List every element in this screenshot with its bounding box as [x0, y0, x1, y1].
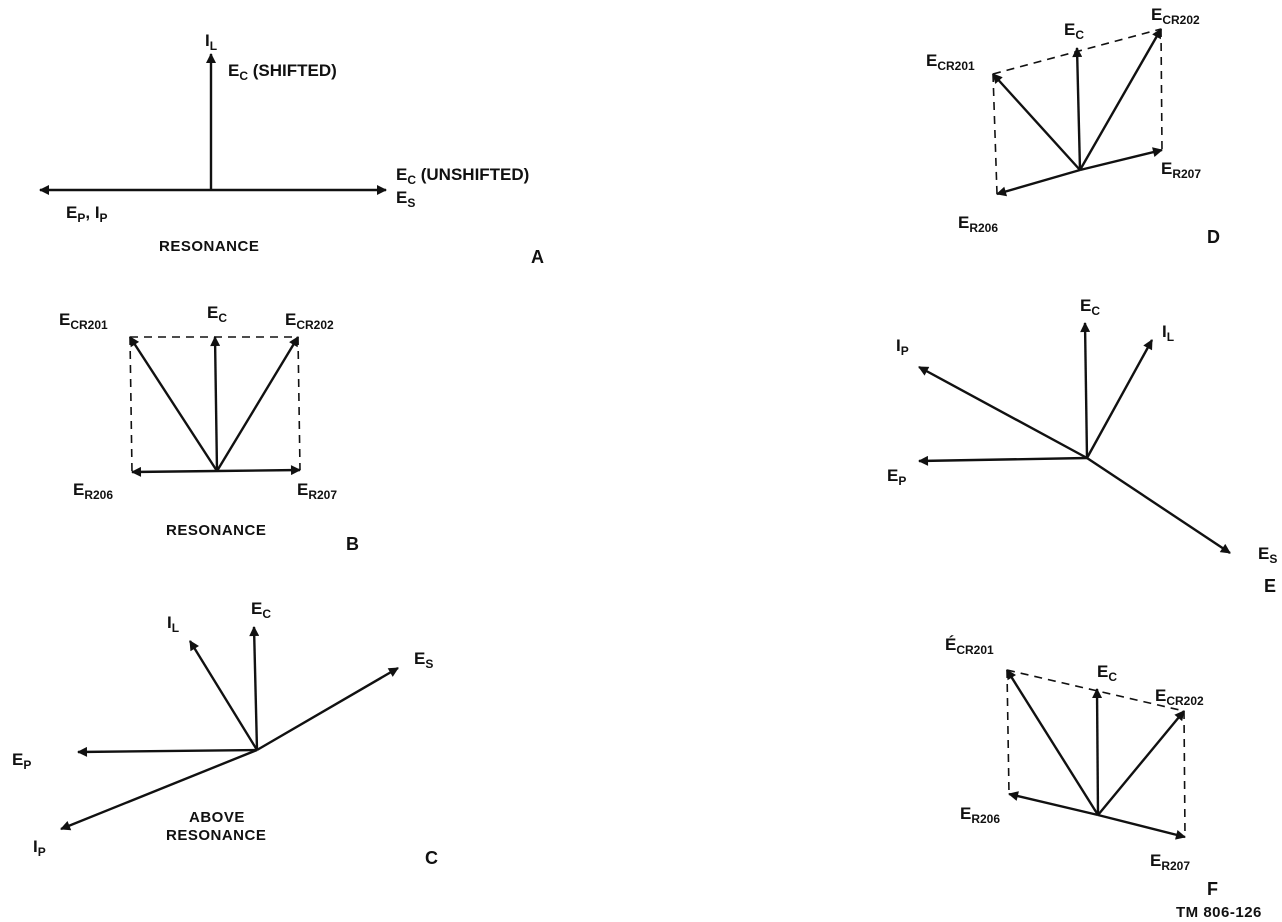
panel-f-label-ecr201: ÉCR201	[945, 635, 994, 657]
panel-a-caption: RESONANCE	[159, 238, 259, 255]
panel-f-label-er206: ER206	[960, 804, 1000, 826]
panel-a: IL EC (SHIFTED) EC (UNSHIFTED) ES EP, IP…	[39, 31, 544, 267]
panel-e-vector-es	[1086, 457, 1231, 554]
panel-b-vector-er207	[216, 465, 301, 476]
panel-d-label-er207: ER207	[1161, 159, 1201, 181]
panel-c-vector-ec	[249, 626, 260, 751]
panel-c-label-il: IL	[167, 613, 179, 635]
panel-b-label-ecr201: ECR201	[59, 310, 108, 332]
panel-e: EC IL IP EP ES E	[887, 296, 1277, 596]
panel-c-caption-line2: RESONANCE	[166, 827, 266, 844]
panel-b-vector-ec	[210, 336, 221, 472]
panel-f-vector-ecr202	[1097, 710, 1185, 816]
panel-a-letter: A	[531, 247, 544, 267]
panel-c-caption-line1: ABOVE	[189, 809, 245, 826]
panel-b-vector-ecr202	[215, 336, 300, 472]
panel-b-label-er206: ER206	[73, 480, 113, 502]
panel-d-dash-right	[1160, 28, 1163, 151]
panel-e-label-ep: EP	[887, 466, 906, 488]
panel-b-dash-left	[129, 336, 133, 473]
panel-c-vector-es	[256, 666, 399, 752]
panel-e-vector-ec	[1080, 322, 1091, 459]
panel-e-label-il: IL	[1162, 322, 1174, 344]
panel-f-vector-er207	[1097, 813, 1186, 840]
panel-f-dash-right	[1183, 710, 1186, 838]
panel-c-letter: C	[425, 848, 438, 868]
panel-f-label-ec: EC	[1097, 662, 1117, 684]
panel-e-vector-il	[1085, 339, 1154, 459]
panel-f-dash-left	[1006, 669, 1010, 795]
panel-d-dash-left	[992, 73, 998, 195]
panel-f-vector-er206	[1008, 791, 1099, 817]
panel-e-label-ip: IP	[896, 336, 909, 358]
panel-c-label-ip: IP	[33, 837, 46, 859]
panel-b-letter: B	[346, 534, 359, 554]
figure-id: TM 806-126	[1176, 904, 1262, 921]
panel-a-label-es: ES	[396, 188, 415, 210]
panel-c-vector-ep	[77, 746, 258, 757]
panel-f-letter: F	[1207, 879, 1218, 899]
panel-d-label-ecr201: ECR201	[926, 51, 975, 73]
panel-e-vector-ip	[918, 365, 1088, 460]
panel-a-label-ep-ip: EP, IP	[66, 203, 108, 225]
panel-d-vector-ecr202	[1078, 28, 1163, 171]
panel-a-label-il: IL	[205, 31, 217, 53]
panel-c-label-ec: EC	[251, 599, 271, 621]
panel-e-vector-ep	[918, 455, 1088, 466]
panel-b: ECR201 EC ECR202 ER206 ER207 RESONANCE B	[59, 303, 359, 554]
panel-b-dash-right	[297, 336, 301, 471]
panel-c-label-ep: EP	[12, 750, 31, 772]
panel-d-vector-ecr201	[992, 73, 1081, 171]
panel-d-label-ecr202: ECR202	[1151, 5, 1200, 27]
panel-b-label-er207: ER207	[297, 480, 337, 502]
panel-b-label-ec: EC	[207, 303, 227, 325]
panel-f-label-ecr202: ECR202	[1155, 686, 1204, 708]
panel-d: ECR201 EC ECR202 ER206 ER207 D	[926, 5, 1220, 247]
panel-c-vector-ip	[60, 748, 258, 831]
panel-d-vector-er207	[1079, 147, 1163, 172]
panel-d-vector-ec	[1072, 47, 1083, 171]
panel-c-label-es: ES	[414, 649, 433, 671]
panel-b-vector-ecr201	[128, 336, 219, 472]
panel-f-label-er207: ER207	[1150, 851, 1190, 873]
panel-c-vector-il	[188, 640, 259, 751]
panel-f-vector-ecr201	[1005, 669, 1100, 816]
panel-d-label-ec: EC	[1064, 20, 1084, 42]
panel-e-letter: E	[1264, 576, 1276, 596]
panel-d-vector-er206	[996, 168, 1081, 197]
panel-f: ÉCR201 EC ECR202 ER206 ER207 F	[945, 635, 1218, 899]
panel-a-label-ec-unshifted: EC (UNSHIFTED)	[396, 165, 529, 187]
panel-e-label-ec: EC	[1080, 296, 1100, 318]
panel-b-vector-er206	[131, 466, 218, 477]
panel-a-label-ec-shifted: EC (SHIFTED)	[228, 61, 337, 83]
panel-c: IL EC ES EP IP ABOVE RESONANCE C	[12, 599, 438, 868]
panel-f-vector-ec	[1092, 688, 1103, 816]
panel-d-label-er206: ER206	[958, 213, 998, 235]
panel-e-label-es: ES	[1258, 544, 1277, 566]
panel-b-label-ecr202: ECR202	[285, 310, 334, 332]
panel-b-caption: RESONANCE	[166, 522, 266, 539]
panel-d-letter: D	[1207, 227, 1220, 247]
